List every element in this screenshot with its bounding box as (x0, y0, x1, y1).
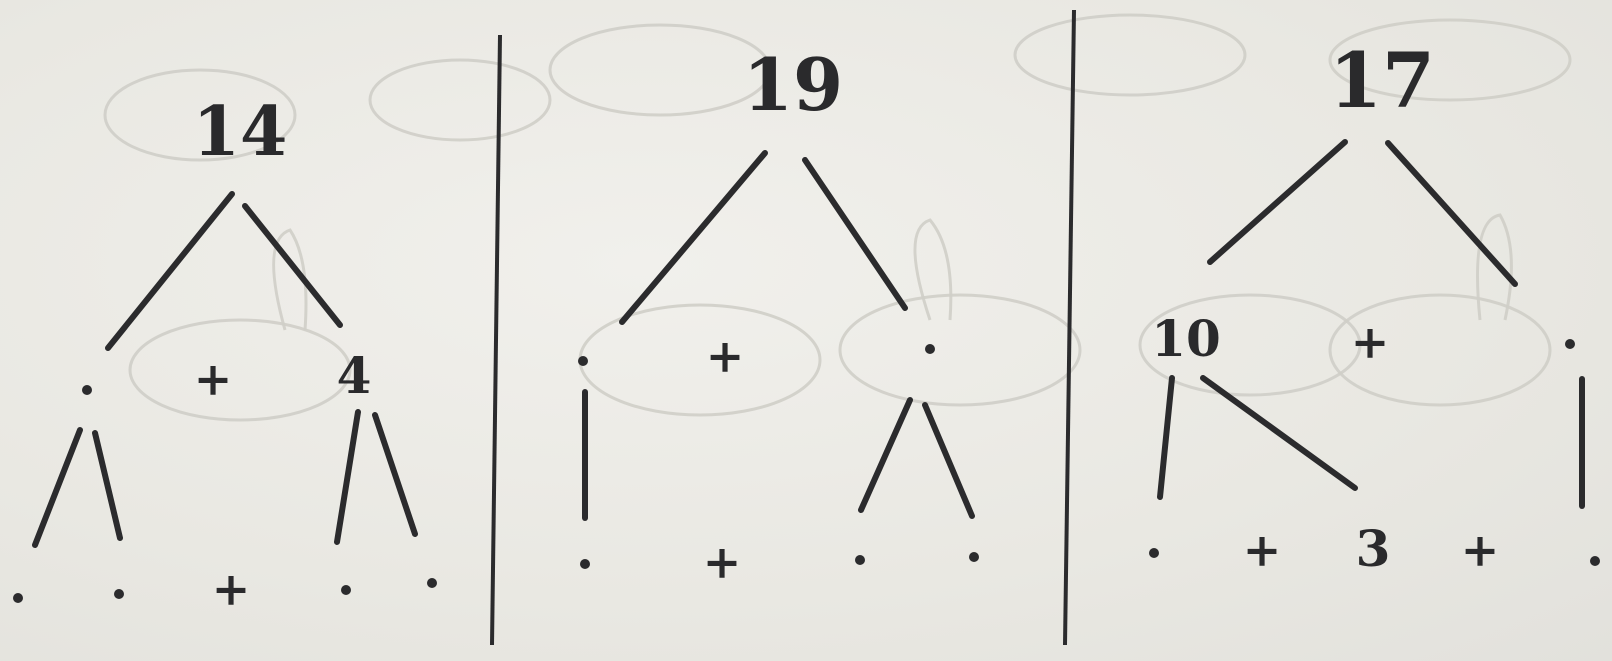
root-number: 14 (193, 92, 288, 172)
plus-sign: + (706, 329, 745, 383)
dot-node (578, 356, 588, 366)
dot-node (82, 385, 92, 395)
tree-panel-19: 19 + + (578, 42, 979, 589)
tree-panel-14: 14 + 4 + (13, 92, 437, 616)
root-number: 17 (1329, 36, 1435, 125)
plus-sign: + (1351, 315, 1390, 369)
tree-edge (1210, 142, 1345, 262)
plus-sign: + (1243, 523, 1282, 577)
tree-edge (375, 415, 415, 534)
plus-sign: + (212, 562, 251, 616)
dot-node (341, 585, 351, 595)
dot-node (1149, 548, 1159, 558)
tree-edge (108, 194, 232, 348)
dot-node (114, 589, 124, 599)
tree-edge (622, 153, 765, 322)
root-number: 19 (743, 42, 843, 127)
dot-node (580, 559, 590, 569)
tree-edge (35, 430, 80, 545)
dot-node (969, 552, 979, 562)
child-number: 4 (337, 346, 372, 405)
plus-sign: + (703, 535, 742, 589)
tree-edge (805, 160, 905, 308)
tree-edge (861, 400, 910, 510)
tree-edge (925, 405, 972, 516)
child-number: 3 (1356, 519, 1391, 578)
tree-edge (1388, 143, 1515, 284)
tree-edge (245, 206, 340, 325)
plus-sign: + (194, 352, 233, 406)
panel-divider-1 (492, 35, 500, 645)
dot-node (1565, 339, 1575, 349)
panel-divider-2 (1065, 10, 1074, 645)
tree-edge (1160, 378, 1172, 497)
plus-sign: + (1461, 523, 1500, 577)
child-number: 10 (1151, 309, 1221, 368)
dot-node (427, 578, 437, 588)
dot-node (925, 344, 935, 354)
tree-edge (337, 412, 358, 542)
dot-node (855, 555, 865, 565)
dot-node (13, 593, 23, 603)
tree-edge (95, 433, 120, 538)
dot-node (1590, 556, 1600, 566)
